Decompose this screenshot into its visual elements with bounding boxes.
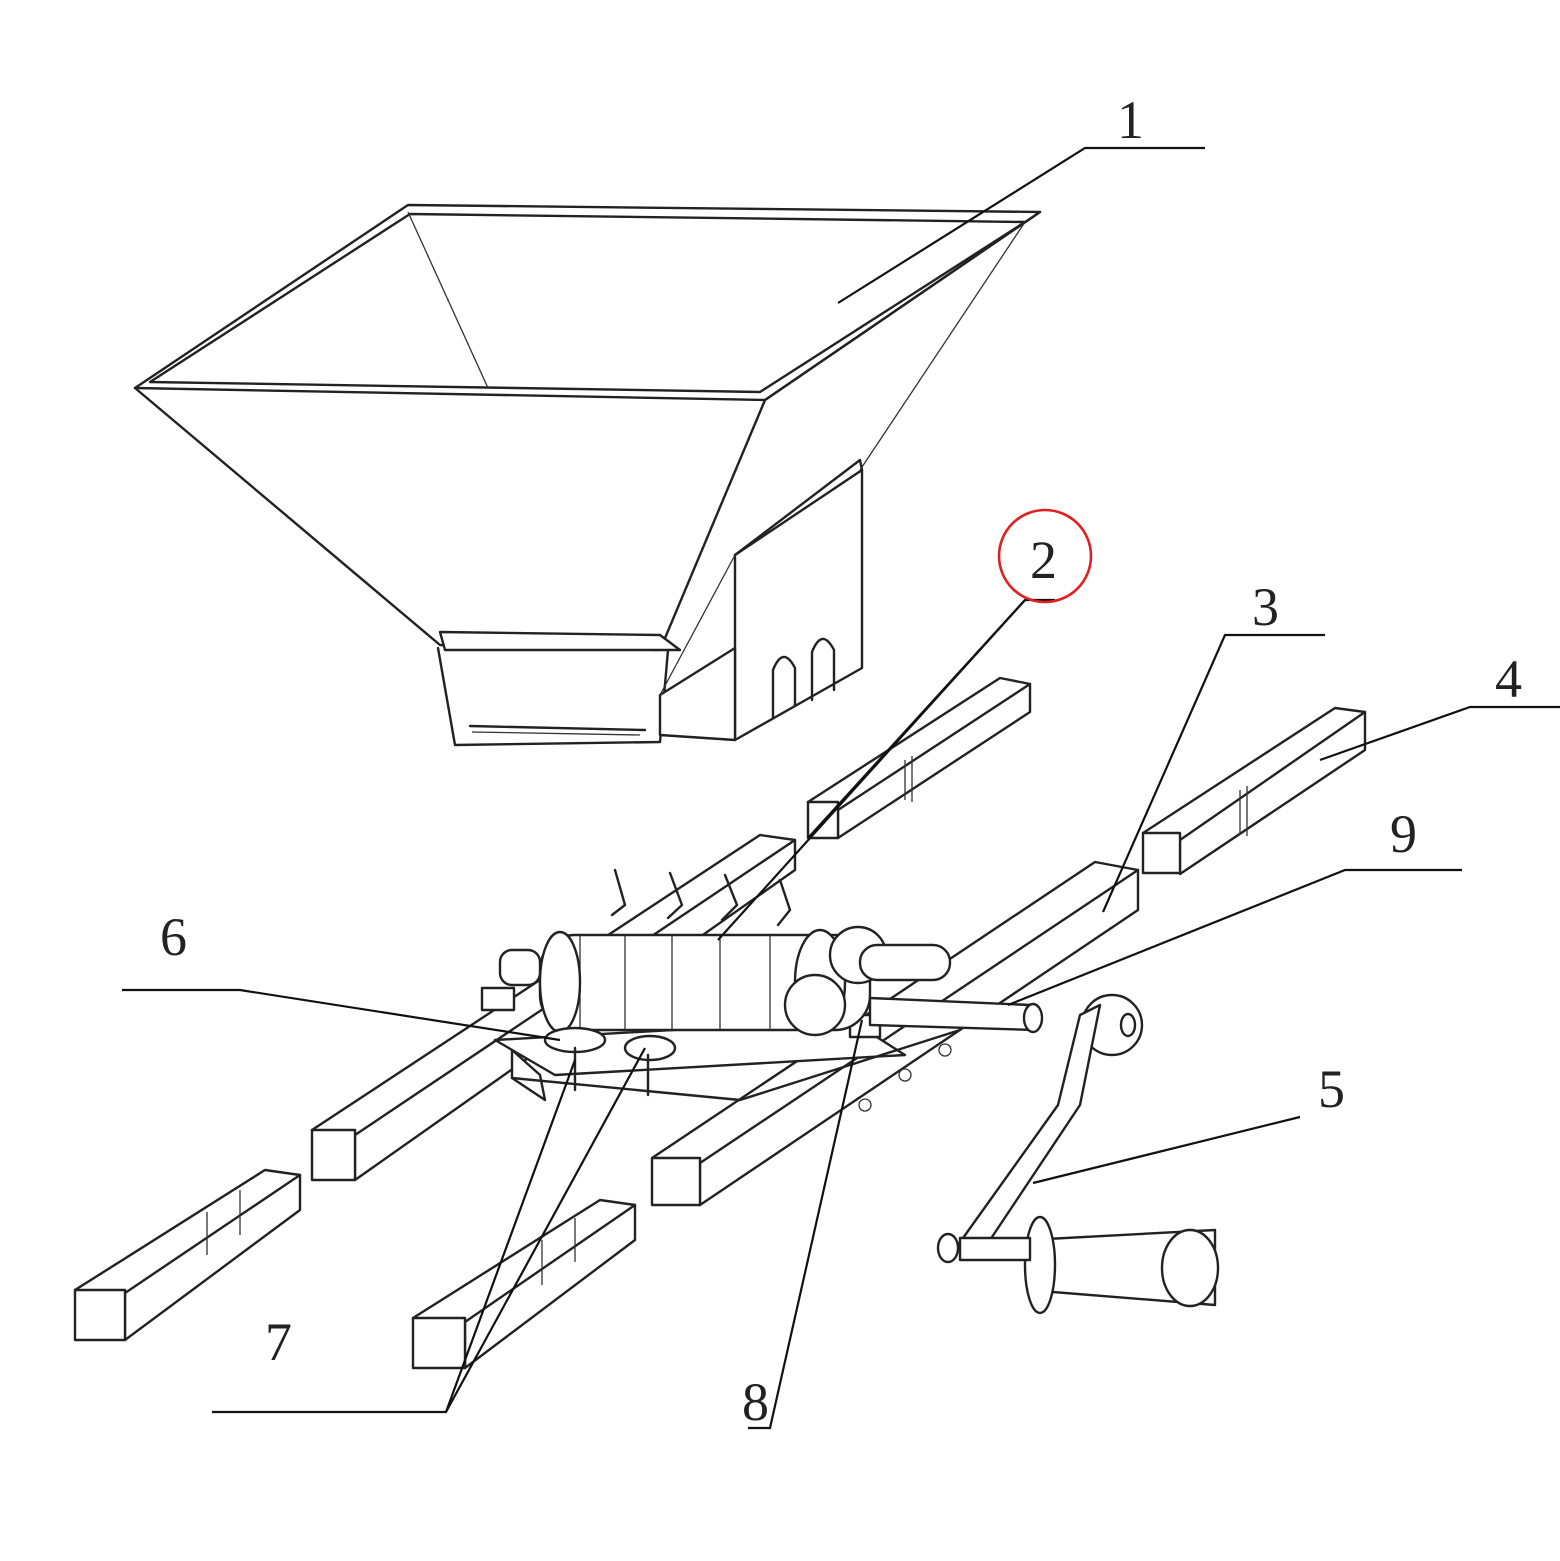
drive-shaft-part-9 [868,996,1044,1034]
square-tube-upper-middle [806,676,1032,840]
crusher-roller-assembly [480,868,962,1112]
callout-4: 4 [1495,649,1522,709]
crank-handle-part-5 [936,993,1220,1315]
callout-9: 9 [1390,804,1417,864]
square-tube-lower-middle [411,1198,637,1370]
callout-3: 3 [1252,577,1279,637]
square-tube-lower-left [73,1168,302,1342]
hopper [133,203,1042,747]
callout-5: 5 [1318,1059,1345,1119]
callout-2: 2 [1030,530,1057,590]
square-tube-part-4 [1141,706,1367,876]
leader-lines [122,146,1560,1430]
callout-6: 6 [160,907,187,967]
callout-2-highlight-circle [997,508,1093,604]
callout-8: 8 [742,1372,769,1432]
callout-7: 7 [265,1312,292,1372]
callout-1: 1 [1117,90,1144,150]
